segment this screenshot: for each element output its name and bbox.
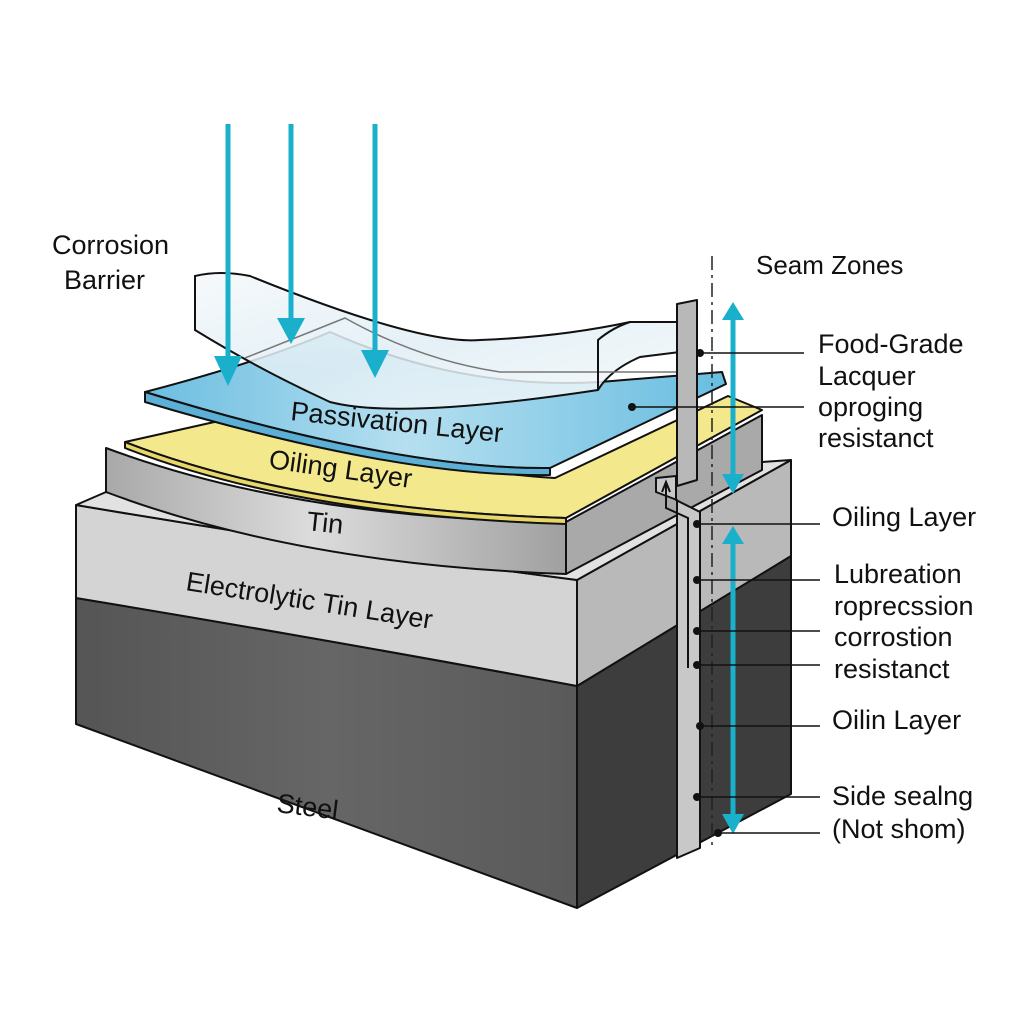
corrosion-arrow-1 [214,124,242,386]
callout-labels: Food-Grade Lacquer oproging resistanct O… [818,329,981,844]
corrosion-barrier-fold [597,321,631,390]
seam-zone-arrow-upper [722,302,744,494]
leader-oproging-resistanct [628,403,804,411]
leader-lines [628,349,820,837]
seam-hook-arrow [661,479,671,493]
callout-side-sealng: Side sealng (Not shom) [832,781,981,844]
seam-upper-plate [676,299,698,487]
leader-oiling-layer [693,520,820,528]
callout-lubreation-roprecssion: Lubreation roprecssion [834,559,974,621]
leader-resistanct [693,661,820,669]
corrosion-barrier-inner-line [244,317,680,373]
corrosion-barrier-label-line-1: Corrosion [52,230,169,260]
seam-structure [655,256,713,859]
callout-food-grade-lacquer: Food-Grade Lacquer [818,329,971,391]
corrosion-arrow-3 [361,124,389,378]
leader-corrostion [693,627,820,635]
leader-side-sealng [693,793,820,801]
seam-zone-arrow-lower [722,526,744,834]
steel-label: Steel [275,788,340,825]
leader-lubreation [693,576,820,584]
callout-corrostion-resistanct: corrostion resistanct [834,622,960,684]
callout-oproging-resistanct: oproging resistanct [818,392,934,453]
seam-zone-arrows [722,302,744,834]
tin-label: Tin [305,506,344,540]
seam-zones-label: Seam Zones [756,250,903,280]
callout-oiling-layer: Oiling Layer [832,502,976,532]
oiling-edge [124,441,567,525]
seam-hook-line [665,484,689,668]
callout-oilin-layer: Oilin Layer [832,705,961,735]
downward-arrows [214,124,389,386]
leader-food-grade-lacquer [696,349,804,357]
corrosion-barrier-film [194,272,681,410]
corrosion-barrier-shape [194,272,681,410]
corrosion-barrier-label: Corrosion Barrier [52,230,177,295]
leader-oilin-layer [696,722,820,730]
passivation-edge [144,391,551,477]
corrosion-barrier-label-line-2: Barrier [64,265,145,295]
leader-not-shom [714,829,820,837]
corrosion-arrow-2 [277,124,305,344]
